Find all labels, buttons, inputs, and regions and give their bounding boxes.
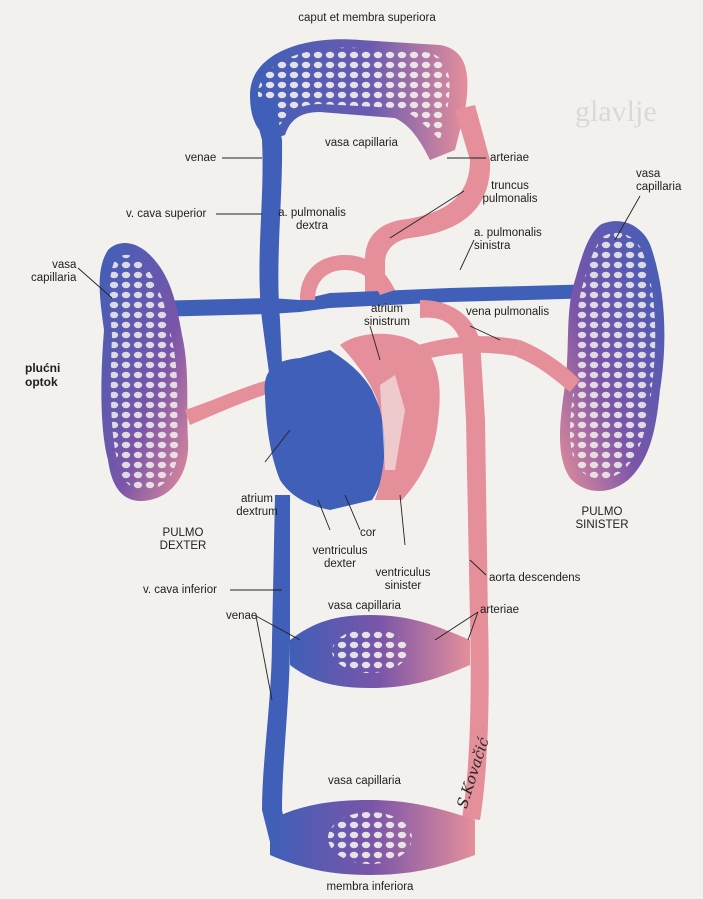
heart <box>265 334 440 510</box>
label-truncus-pulmonalis: truncus pulmonalis <box>465 180 555 206</box>
label-arteriae-lower: arteriae <box>480 604 519 617</box>
label-vasa-capillaria-right: vasa capillaria <box>636 168 681 194</box>
label-aorta-descendens: aorta descendens <box>489 572 580 585</box>
label-cor: cor <box>360 527 376 540</box>
vena-cava-superior <box>250 95 283 385</box>
label-arteriae-top: arteriae <box>490 152 529 165</box>
label-a-pulmonalis-sinistra: a. pulmonalis sinistra <box>474 227 542 253</box>
label-ventriculus-sinister: ventriculus sinister <box>358 567 448 593</box>
label-vasa-capillaria-top: vasa capillaria <box>325 137 398 150</box>
label-membra-inferiora: membra inferiora <box>300 881 440 894</box>
label-plucni-optok: plućni optok <box>25 362 60 390</box>
label-v-cava-inferior: v. cava inferior <box>143 584 217 597</box>
label-v-cava-superior: v. cava superior <box>126 208 206 221</box>
label-atrium-dextrum: atrium dextrum <box>222 493 292 519</box>
capillary-bed-bottom <box>270 800 475 875</box>
label-atrium-sinistrum: atrium sinistrum <box>352 303 422 329</box>
label-pulmo-sinister: PULMO SINISTER <box>562 506 642 532</box>
label-vena-pulmonalis: vena pulmonalis <box>466 306 549 319</box>
lung-left <box>100 243 189 501</box>
label-vasa-capillaria-mid: vasa capillaria <box>328 600 401 613</box>
label-vasa-capillaria-left: vasa capillaria <box>31 259 76 285</box>
label-caput: caput et membra superiora <box>282 12 452 25</box>
label-vasa-capillaria-bottom: vasa capillaria <box>328 775 401 788</box>
lung-right <box>560 221 664 491</box>
capillary-bed-middle <box>290 615 470 688</box>
label-pulmo-dexter: PULMO DEXTER <box>148 527 218 553</box>
label-venae-top: venae <box>185 152 216 165</box>
label-venae-lower: venae <box>226 610 257 623</box>
label-a-pulmonalis-dextra: a. pulmonalis dextra <box>267 207 357 233</box>
